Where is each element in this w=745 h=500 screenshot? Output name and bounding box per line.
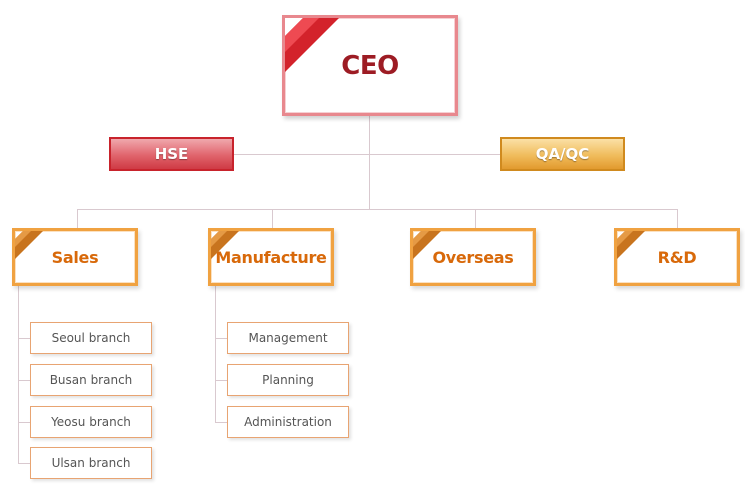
corner-ribbon-icon	[413, 231, 441, 259]
manufacture-branch-tick	[215, 380, 227, 381]
ceo-node[interactable]: CEO	[282, 15, 458, 116]
corner-ribbon-icon	[15, 231, 43, 259]
sub-unit-node[interactable]: Planning	[227, 364, 349, 396]
overseas-drop-connector	[475, 209, 476, 228]
department-node-overseas[interactable]: Overseas	[410, 228, 536, 286]
qa-qc-node[interactable]: QA/QC	[500, 137, 625, 171]
sub-unit-node[interactable]: Seoul branch	[30, 322, 152, 354]
ceo-vertical-connector	[369, 116, 370, 210]
sub-unit-node[interactable]: Administration	[227, 406, 349, 438]
corner-ribbon-icon	[211, 231, 239, 259]
departments-horizontal-connector	[77, 209, 677, 210]
sales-branch-spine	[18, 286, 19, 463]
qa-qc-label: QA/QC	[535, 145, 590, 163]
sub-unit-node[interactable]: Busan branch	[30, 364, 152, 396]
hse-label: HSE	[154, 145, 189, 163]
manufacture-branch-tick	[215, 422, 227, 423]
hse-node[interactable]: HSE	[109, 137, 234, 171]
sub-unit-label: Seoul branch	[51, 331, 131, 345]
department-node-manufacture[interactable]: Manufacture	[208, 228, 334, 286]
sub-unit-label: Management	[248, 331, 328, 345]
rnd-drop-connector	[677, 209, 678, 228]
department-label: Overseas	[432, 247, 514, 267]
department-label: R&D	[657, 247, 697, 267]
sub-unit-label: Ulsan branch	[51, 456, 131, 470]
sub-unit-node[interactable]: Yeosu branch	[30, 406, 152, 438]
staff-horizontal-connector	[234, 154, 500, 155]
department-label: Sales	[51, 247, 99, 267]
ceo-label: CEO	[341, 50, 399, 81]
sub-unit-label: Planning	[262, 373, 314, 387]
sub-unit-label: Administration	[244, 415, 332, 429]
sales-branch-tick	[18, 380, 30, 381]
manufacture-drop-connector	[272, 209, 273, 228]
manufacture-branch-tick	[215, 338, 227, 339]
sub-unit-label: Busan branch	[49, 373, 133, 387]
department-node-rnd[interactable]: R&D	[614, 228, 740, 286]
sales-branch-tick	[18, 463, 30, 464]
manufacture-branch-spine	[215, 286, 216, 422]
department-node-sales[interactable]: Sales	[12, 228, 138, 286]
sales-branch-tick	[18, 338, 30, 339]
sub-unit-node[interactable]: Management	[227, 322, 349, 354]
department-label: Manufacture	[215, 247, 327, 267]
corner-ribbon-icon	[285, 18, 339, 72]
sales-branch-tick	[18, 422, 30, 423]
sales-drop-connector	[77, 209, 78, 228]
corner-ribbon-icon	[617, 231, 645, 259]
sub-unit-node[interactable]: Ulsan branch	[30, 447, 152, 479]
sub-unit-label: Yeosu branch	[51, 415, 131, 429]
